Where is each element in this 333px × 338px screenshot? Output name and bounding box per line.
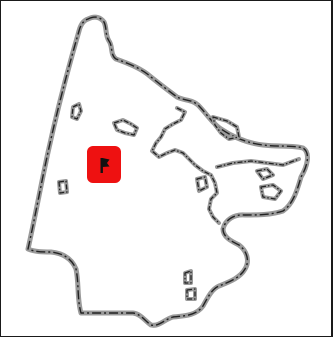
parcel-outline [58,180,68,194]
parcel-outline [186,288,196,300]
parcel-outline [216,158,300,168]
parcel-outline [184,270,192,284]
flag-icon [100,158,110,173]
parcel-halo [57,179,69,195]
parcel-outline [151,107,220,224]
interior-parcels [57,102,301,301]
parcel-outline [113,119,138,136]
parcel-outline [256,168,274,180]
parcel-halo [150,106,221,225]
location-marker[interactable] [87,146,121,183]
parcel-outline [71,103,82,120]
parcel-outline [260,184,282,200]
main-boundary [25,14,310,328]
parcel-outline [212,116,240,140]
parcel-outline [196,176,208,192]
main-boundary-line [27,16,309,327]
